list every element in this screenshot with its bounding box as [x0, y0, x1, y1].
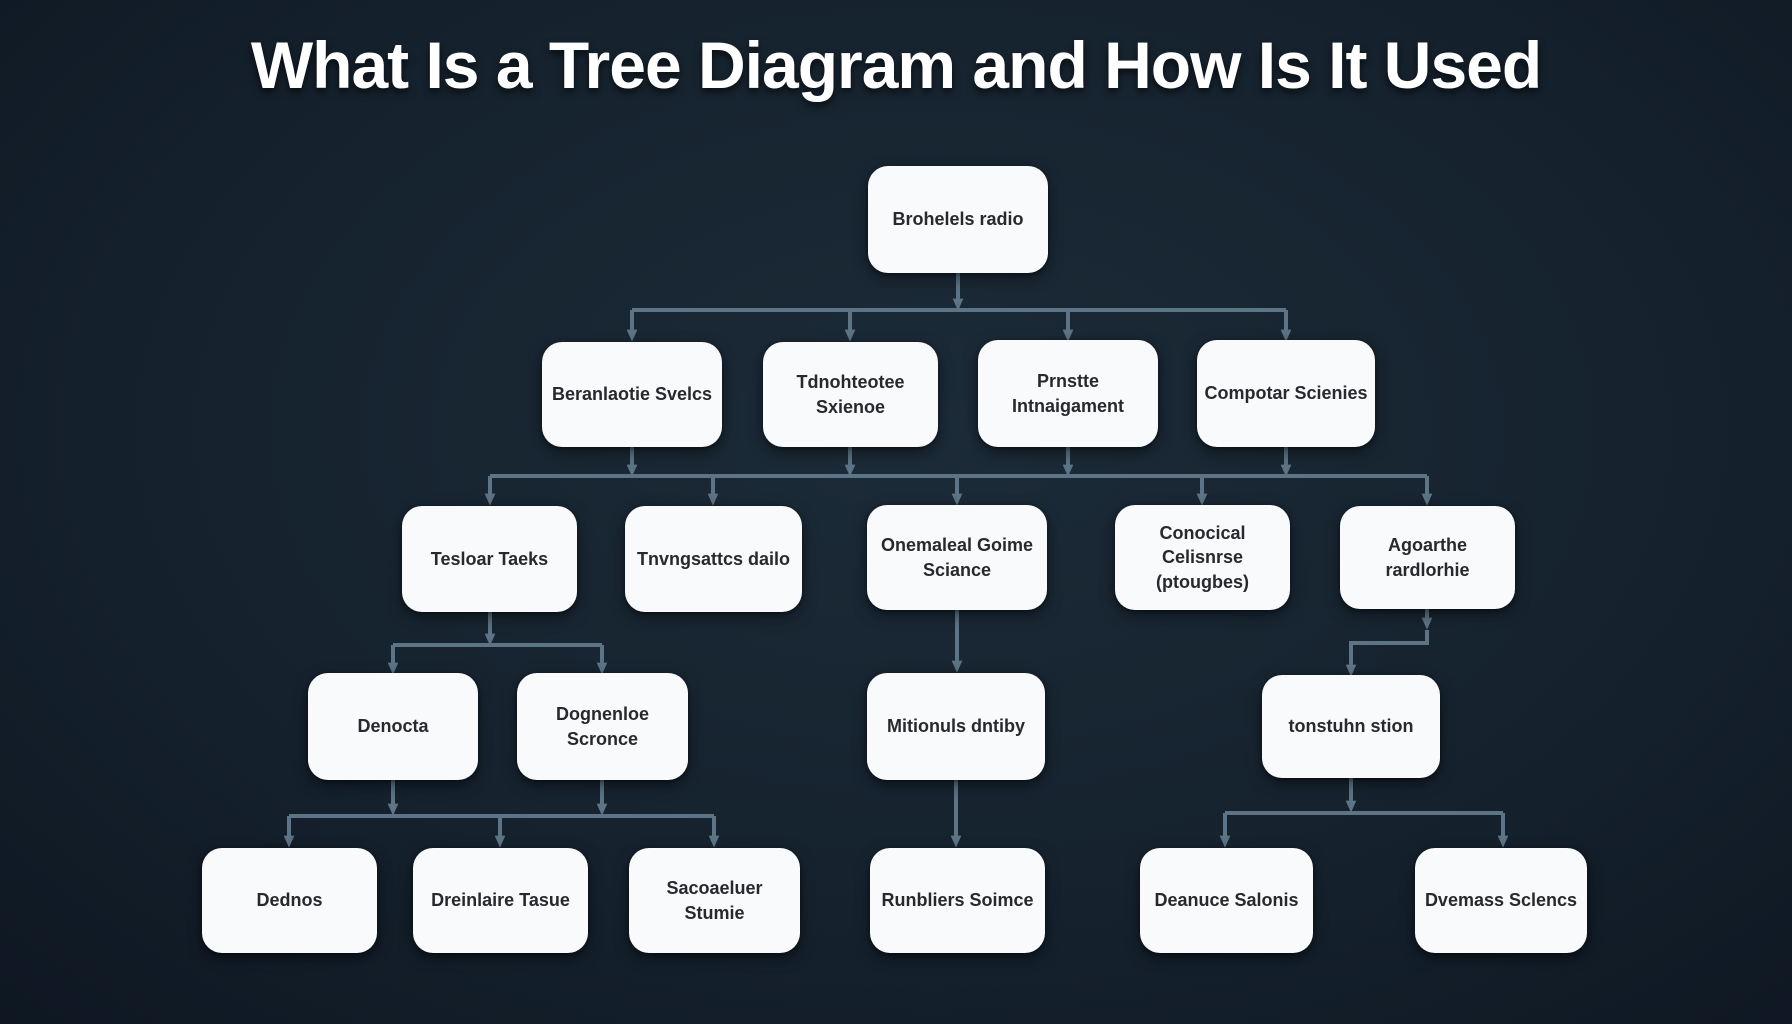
- node-l5-5: Deanuce Salonis: [1140, 848, 1313, 953]
- node-l4-3: Mitionuls dntiby: [867, 673, 1045, 780]
- node-l5-4: Runbliers Soimce: [870, 848, 1045, 953]
- node-l5-6: Dvemass Sclencs: [1415, 848, 1587, 953]
- node-l3-3: Onemaleal Goime Sciance: [867, 505, 1047, 610]
- node-l3-5: Agoarthe rardlorhie: [1340, 506, 1515, 609]
- node-l4-4: tonstuhn stion: [1262, 675, 1440, 778]
- node-l4-2: Dognenloe Scronce: [517, 673, 688, 780]
- node-l5-2: Dreinlaire Tasue: [413, 848, 588, 953]
- node-l3-1: Tesloar Taeks: [402, 506, 577, 612]
- node-l5-1: Dednos: [202, 848, 377, 953]
- node-l2-3: Prnstte Intnaigament: [978, 340, 1158, 447]
- node-l3-2: Tnvngsattcs dailo: [625, 506, 802, 612]
- node-l2-1: Beranlaotie Svelcs: [542, 342, 722, 447]
- node-l2-4: Compotar Scienies: [1197, 340, 1375, 447]
- node-l3-4: Conocical Celisnrse (ptougbes): [1115, 505, 1290, 610]
- page-title: What Is a Tree Diagram and How Is It Use…: [250, 28, 1542, 102]
- node-l5-3: Sacoaeluer Stumie: [629, 848, 800, 953]
- node-l2-2: Tdnohteotee Sxienoe: [763, 342, 938, 447]
- node-l4-1: Denocta: [308, 673, 478, 780]
- node-root: Brohelels radio: [868, 166, 1048, 273]
